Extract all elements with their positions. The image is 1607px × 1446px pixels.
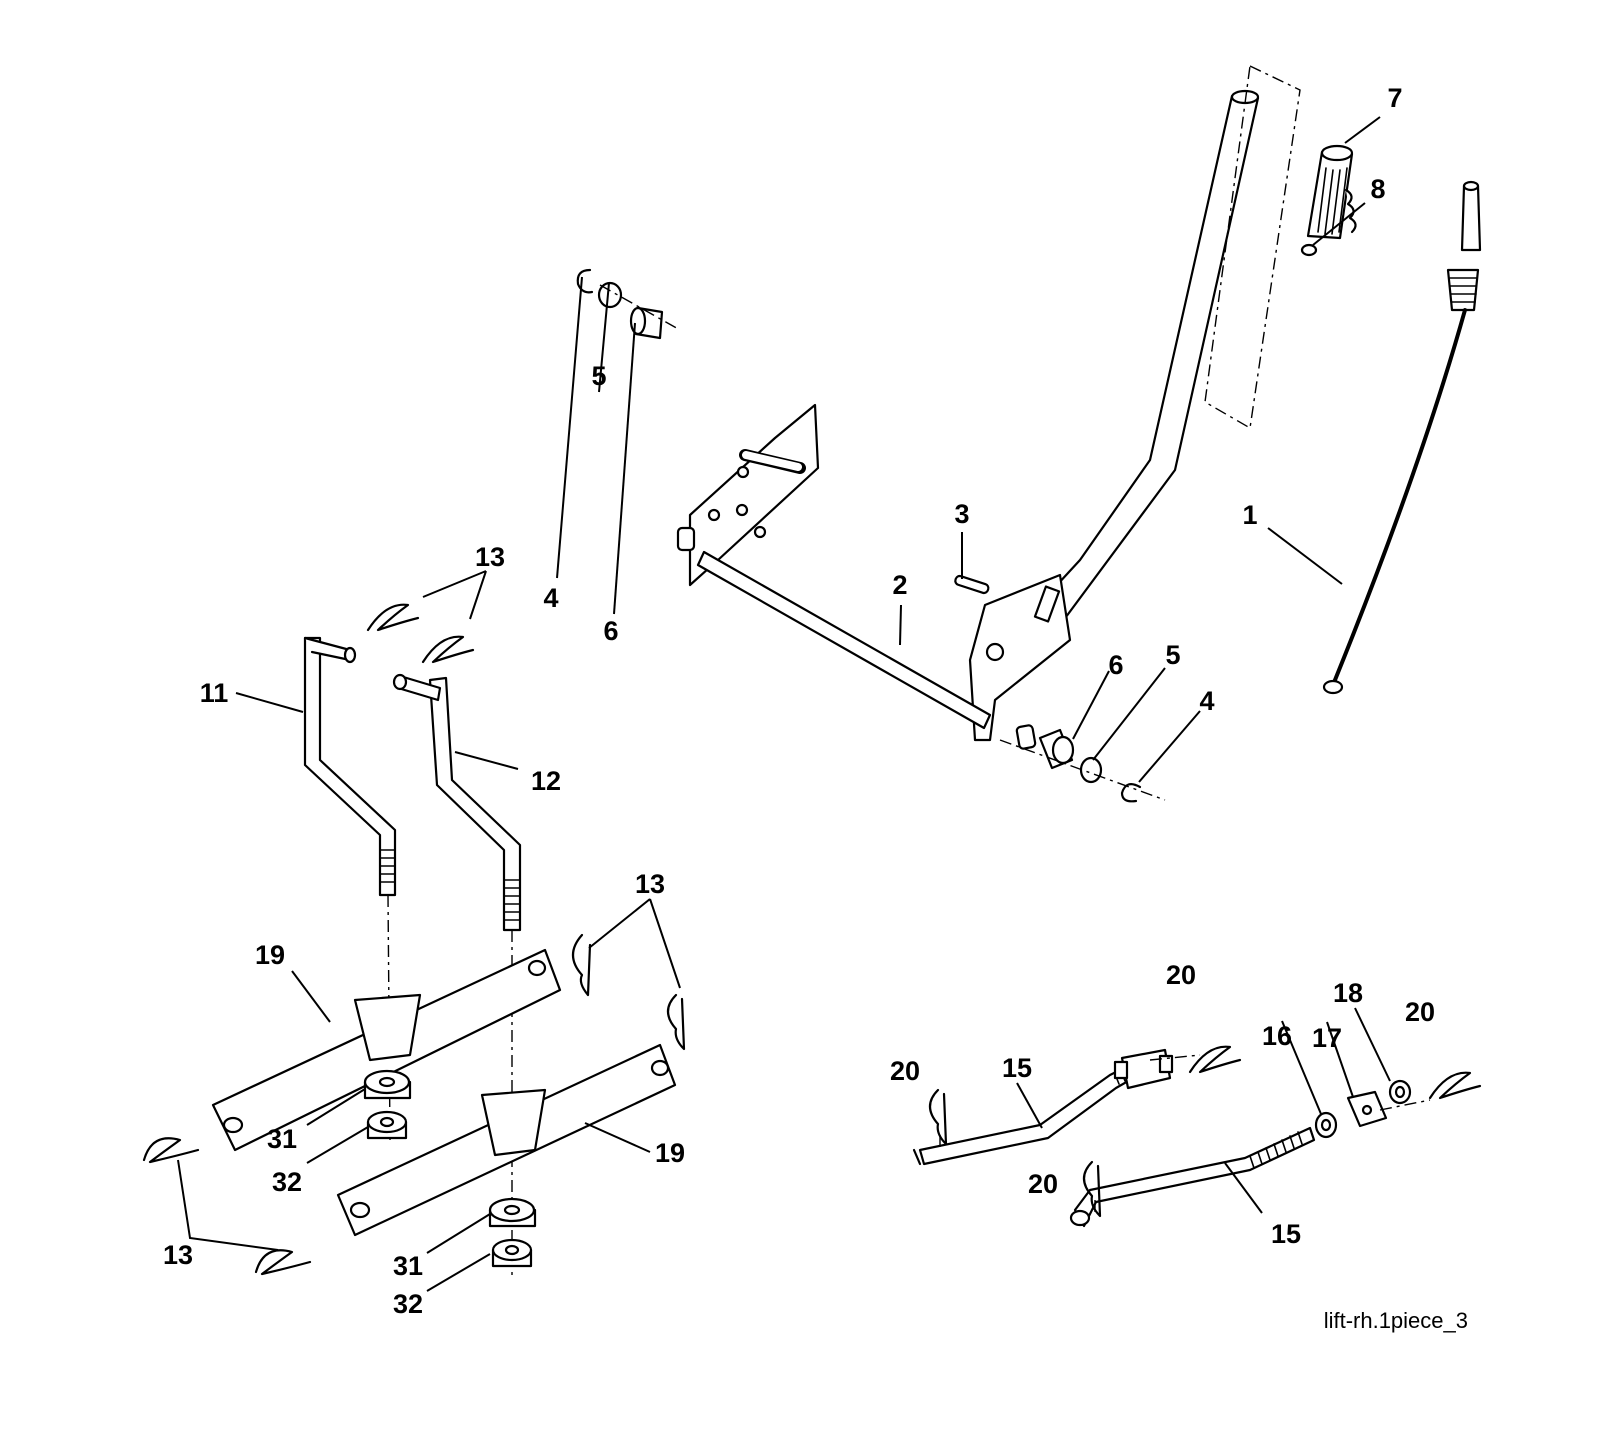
callout-19: 19 bbox=[655, 1138, 685, 1168]
callout-1: 1 bbox=[1242, 500, 1257, 530]
hair-pin-clip bbox=[254, 1249, 312, 1276]
spacer-lower bbox=[488, 1197, 537, 1228]
cross-shaft bbox=[676, 526, 1037, 750]
lift-arm-upper bbox=[211, 948, 562, 1152]
bushing-left bbox=[629, 306, 664, 340]
nut-lower bbox=[491, 1238, 533, 1268]
callout-7: 7 bbox=[1387, 83, 1402, 113]
callout-20: 20 bbox=[1028, 1169, 1058, 1199]
hair-pin-clip bbox=[1082, 1160, 1102, 1218]
callout-5: 5 bbox=[591, 361, 606, 391]
lift-cable bbox=[1322, 180, 1482, 695]
hair-pin-clip bbox=[421, 635, 475, 664]
callout-5: 5 bbox=[1165, 640, 1180, 670]
hair-pin-clip bbox=[366, 603, 420, 632]
callout-2: 2 bbox=[892, 570, 907, 600]
callout-6: 6 bbox=[1108, 650, 1123, 680]
hair-pin-clip bbox=[571, 933, 592, 997]
callout-15: 15 bbox=[1002, 1053, 1032, 1083]
callout-4: 4 bbox=[1199, 686, 1214, 716]
callout-18: 18 bbox=[1333, 978, 1363, 1008]
hair-pin-clip bbox=[1188, 1045, 1242, 1074]
callout-31: 31 bbox=[267, 1124, 297, 1154]
hair-pin-clip bbox=[666, 993, 686, 1051]
hair-pin-clip bbox=[1428, 1071, 1482, 1100]
adjustment-rod-upper bbox=[912, 1048, 1174, 1166]
hair-pin-clip bbox=[928, 1088, 948, 1146]
callout-15: 15 bbox=[1271, 1219, 1301, 1249]
figure-reference: lift-rh.1piece_3 bbox=[1324, 1308, 1468, 1333]
callout-20: 20 bbox=[890, 1056, 920, 1086]
lift-link-12 bbox=[392, 673, 522, 932]
lift-handle bbox=[968, 64, 1301, 742]
lift-link-11 bbox=[303, 636, 397, 897]
callout-31: 31 bbox=[393, 1251, 423, 1281]
retaining-clip-right bbox=[1120, 782, 1142, 803]
callout-4: 4 bbox=[543, 583, 558, 613]
hair-pin-clip bbox=[142, 1137, 200, 1164]
washer-left bbox=[597, 281, 623, 309]
adjustment-rod-lower bbox=[1069, 1126, 1316, 1228]
callout-19: 19 bbox=[255, 940, 285, 970]
callout-6: 6 bbox=[603, 616, 618, 646]
callout-17: 17 bbox=[1312, 1023, 1342, 1053]
callout-20: 20 bbox=[1166, 960, 1196, 990]
callout-12: 12 bbox=[531, 766, 561, 796]
callout-13: 13 bbox=[475, 542, 505, 572]
retaining-clip-left bbox=[576, 268, 594, 294]
pivot-plate bbox=[688, 403, 820, 587]
callout-16: 16 bbox=[1262, 1021, 1292, 1051]
callout-8: 8 bbox=[1370, 174, 1385, 204]
roll-pin bbox=[954, 574, 990, 595]
callout-13: 13 bbox=[163, 1240, 193, 1270]
swivel-block bbox=[1346, 1090, 1388, 1128]
leader-lines bbox=[177, 116, 1391, 1292]
callout-13: 13 bbox=[635, 869, 665, 899]
callout-20: 20 bbox=[1405, 997, 1435, 1027]
callout-32: 32 bbox=[393, 1289, 423, 1319]
lift-arm-lower bbox=[336, 1043, 677, 1237]
swivel-nut bbox=[1388, 1079, 1412, 1105]
spacer-upper bbox=[363, 1069, 412, 1100]
jam-nut bbox=[1314, 1111, 1338, 1139]
callout-32: 32 bbox=[272, 1167, 302, 1197]
nut-upper bbox=[366, 1110, 408, 1140]
handle-grip bbox=[1306, 144, 1357, 240]
washer-right bbox=[1079, 756, 1103, 784]
callout-3: 3 bbox=[954, 499, 969, 529]
callout-11: 11 bbox=[200, 678, 229, 708]
washer-8 bbox=[1300, 243, 1318, 257]
